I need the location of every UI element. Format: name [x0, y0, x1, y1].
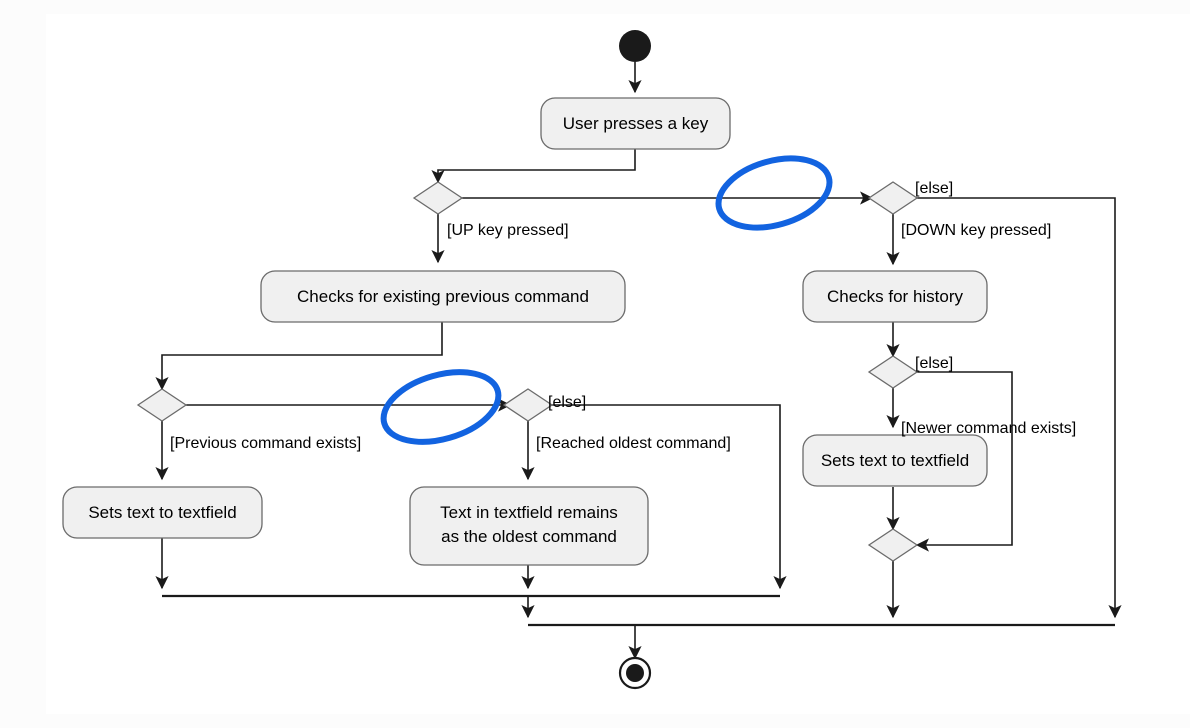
edge-oldest-decision-else-to-bar [546, 404, 787, 590]
activity-text-remains-oldest[interactable] [409, 486, 649, 566]
edge-userkey-to-key-decision [431, 148, 636, 184]
edge-newer-decision-else-to-right-merge [909, 371, 1013, 552]
edge-down-decision-else-to-bottom [909, 197, 1122, 619]
activity-checks-history[interactable] [802, 270, 988, 323]
activity-sets-text-right[interactable] [802, 434, 988, 487]
decision-previous-command-exists[interactable] [136, 388, 188, 422]
decision-down-key[interactable] [867, 181, 919, 215]
final-node-inner [626, 664, 644, 682]
edge-checks-previous-to-prev-decision [155, 322, 443, 391]
merge-node-right[interactable] [867, 528, 919, 562]
activity-user-presses-key[interactable] [540, 97, 731, 150]
decision-key-type[interactable] [412, 181, 464, 215]
activity-checks-previous-command[interactable] [260, 270, 626, 323]
activity-sets-text-left[interactable] [62, 486, 263, 539]
highlight-ellipse-middle-icon [380, 369, 502, 445]
initial-node [619, 30, 651, 62]
decision-reached-oldest-command[interactable] [502, 388, 554, 422]
decision-newer-command-exists[interactable] [867, 355, 919, 389]
highlight-ellipse-top-icon [715, 155, 833, 231]
